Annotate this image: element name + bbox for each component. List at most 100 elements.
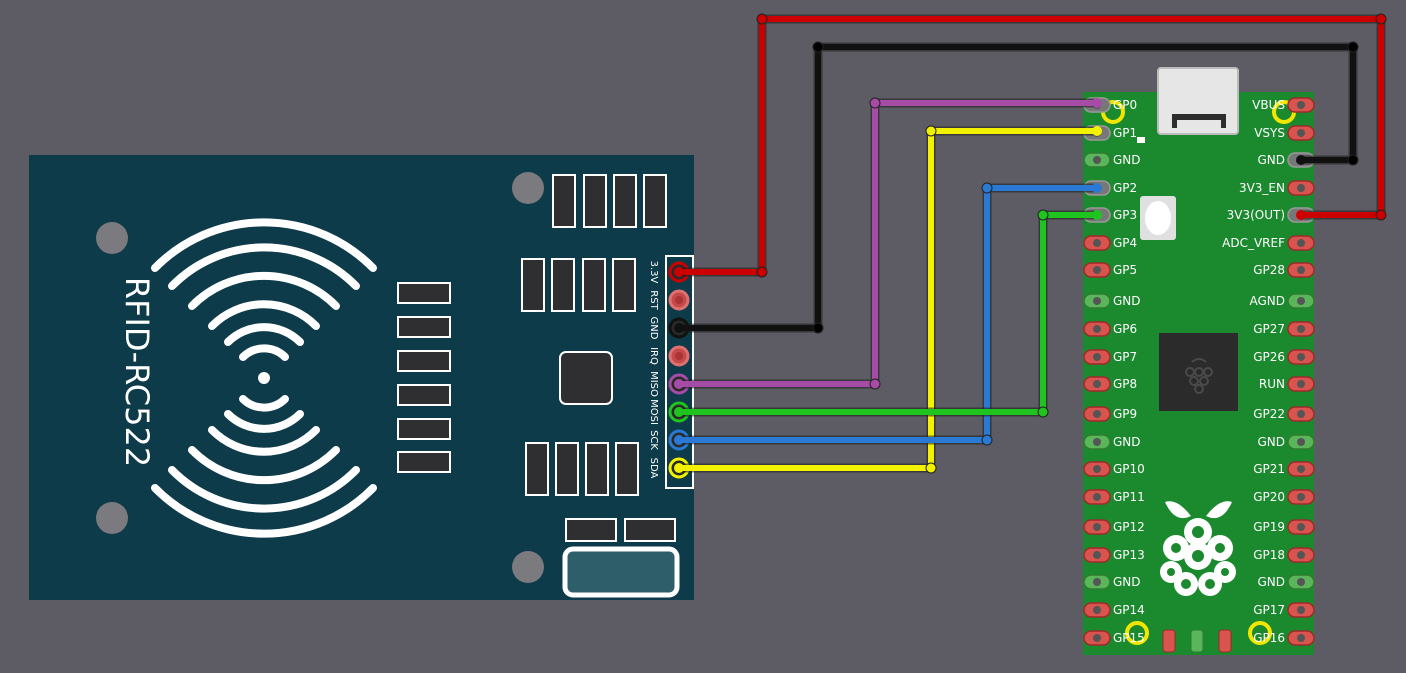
- mounting-hole: [1125, 621, 1149, 645]
- pico-pin-label: GP16: [1253, 631, 1285, 645]
- smd-component: [624, 518, 676, 542]
- pico-pin-gp14: [1083, 602, 1111, 618]
- crystal-oscillator: [562, 546, 680, 598]
- pico-pin-label: VBUS: [1252, 98, 1285, 112]
- pico-pin-label: GP0: [1113, 98, 1137, 112]
- pico-pin-label: 3V3_EN: [1239, 181, 1285, 195]
- wire-sda-to-gp1: [674, 125, 1102, 474]
- module-name: RFID-RC522: [118, 277, 156, 467]
- pico-pin-vsys: [1287, 125, 1315, 141]
- pico-pin-label: RUN: [1259, 377, 1285, 391]
- pico-pin-label: GP1: [1113, 126, 1137, 140]
- mounting-hole: [512, 172, 544, 204]
- pico-pin-label: GP26: [1253, 350, 1285, 364]
- rp2040-chip: [1159, 333, 1238, 411]
- rfid-pin-label: IRQ: [648, 347, 659, 365]
- pico-pin-label: GP21: [1253, 462, 1285, 476]
- rfid-pin-label: GND: [648, 317, 659, 340]
- pico-pin-label: GP13: [1113, 548, 1145, 562]
- pico-pin-label: GND: [1257, 435, 1285, 449]
- pico-pin-gp26: [1287, 349, 1315, 365]
- rfid-pin-hole: [675, 352, 683, 360]
- rfid-pin-label: 3.3V: [648, 261, 659, 284]
- pico-pin-gp27: [1287, 321, 1315, 337]
- pico-pin-label: GP5: [1113, 263, 1137, 277]
- pico-pin-label: GP12: [1113, 520, 1145, 534]
- mounting-hole: [1248, 621, 1272, 645]
- wire-gnd-to-gnd: [674, 41, 1359, 334]
- antenna-icon: [151, 218, 377, 538]
- pico-pin-label: 3V3(OUT): [1227, 208, 1285, 222]
- pico-pin-label: GP2: [1113, 181, 1137, 195]
- pico-pin-label: GP10: [1113, 462, 1145, 476]
- pico-pin-label: AGND: [1249, 294, 1285, 308]
- raspberry-icon: [1185, 358, 1213, 394]
- pico-pin-gp4: [1083, 235, 1111, 251]
- mounting-hole: [512, 551, 544, 583]
- pico-pin-label: GP27: [1253, 322, 1285, 336]
- pico-pin-vbus: [1287, 97, 1315, 113]
- rfid-pin-label: MOSI: [648, 399, 659, 425]
- pico-pin-gp6: [1083, 321, 1111, 337]
- rfid-pin-hole: [675, 296, 683, 304]
- pico-pin-gp9: [1083, 406, 1111, 422]
- pico-pin-gp7: [1083, 349, 1111, 365]
- smd-pads: [397, 282, 451, 473]
- rfid-module: RFID-RC522: [29, 155, 694, 600]
- pico-pins: [1083, 97, 1315, 646]
- pico-pin-gnd: [1287, 574, 1315, 590]
- pico-pin-label: GP11: [1113, 490, 1145, 504]
- pico-pin-label: GP7: [1113, 350, 1137, 364]
- pico-pin-label: GP20: [1253, 490, 1285, 504]
- pico-pin-gp5: [1083, 262, 1111, 278]
- rfid-pin-label: SDA: [648, 458, 659, 479]
- smd-components-top: [552, 174, 667, 228]
- pico-pin-label: GP6: [1113, 322, 1137, 336]
- rfid-pin-label: MISO: [648, 371, 659, 397]
- wires: [674, 13, 1387, 474]
- pico-pin-labels: GP0GP1GNDGP2GP3GP4GP5GNDGP6GP7GP8GP9GNDG…: [1113, 98, 1285, 645]
- smd-component: [565, 518, 617, 542]
- ic-chip: [559, 351, 613, 405]
- pico-pin-gp21: [1287, 461, 1315, 477]
- pico-pin-label: VSYS: [1254, 126, 1285, 140]
- pico-board-group: GP0GP1GNDGP2GP3GP4GP5GNDGP6GP7GP8GP9GNDG…: [1083, 67, 1315, 655]
- pico-pin-gp22: [1287, 406, 1315, 422]
- pico-pin-label: GND: [1257, 575, 1285, 589]
- wire-mosi-to-gp3: [674, 209, 1102, 418]
- pico-pin-label: GP28: [1253, 263, 1285, 277]
- pico-pin-label: GP22: [1253, 407, 1285, 421]
- mounting-hole: [96, 502, 128, 534]
- pico-pin-gp12: [1083, 519, 1111, 535]
- pico-pin-gp28: [1287, 262, 1315, 278]
- pico-pin-adcvref: [1287, 235, 1315, 251]
- wire-33v-to-3v3out: [674, 13, 1387, 278]
- led: [1137, 137, 1145, 143]
- pico-pin-gp13: [1083, 547, 1111, 563]
- pico-pin-3v3en: [1287, 180, 1315, 196]
- pico-pin-gnd: [1287, 434, 1315, 450]
- bootsel-button-cap: [1145, 201, 1171, 235]
- smd-components-low: [525, 442, 639, 496]
- pico-pin-label: GP8: [1113, 377, 1137, 391]
- pico-pin-label: GND: [1113, 294, 1141, 308]
- rfid-pin-label: RST: [648, 290, 659, 310]
- usb-connector: [1157, 67, 1239, 135]
- pico-pin-gp18: [1287, 547, 1315, 563]
- wire-miso-to-gp0: [674, 97, 1102, 390]
- pico-pin-gp17: [1287, 602, 1315, 618]
- pico-pin-label: GND: [1257, 153, 1285, 167]
- pico-pin-gp20: [1287, 489, 1315, 505]
- pico-pin-gnd: [1083, 574, 1111, 590]
- pico-pin-label: GP15: [1113, 631, 1145, 645]
- pico-pin-label: GND: [1113, 575, 1141, 589]
- pico-pin-label: GND: [1113, 153, 1141, 167]
- pico-pin-label: GP17: [1253, 603, 1285, 617]
- pico-pin-label: GP18: [1253, 548, 1285, 562]
- pico-pin-label: GP14: [1113, 603, 1145, 617]
- pico-pin-agnd: [1287, 293, 1315, 309]
- pico-pin-gp10: [1083, 461, 1111, 477]
- pico-pin-run: [1287, 376, 1315, 392]
